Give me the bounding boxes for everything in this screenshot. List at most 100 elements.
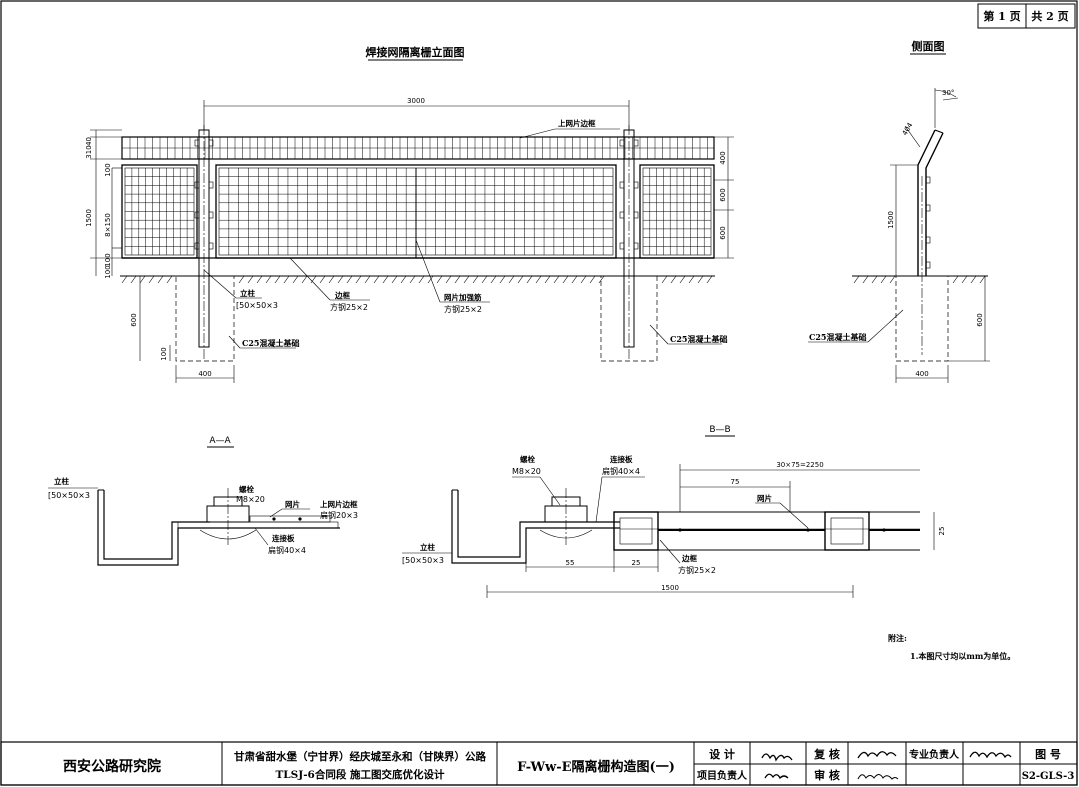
side-connectors [925, 176, 931, 269]
section-aa-title: A—A [209, 436, 231, 446]
side-dim-400: 400 [915, 370, 928, 378]
elevation-title: 焊接网隔离栅立面图 [366, 45, 465, 59]
mesh-panel-right [639, 164, 715, 259]
left-dimensions: 40 310 100 1500 8×150 100 100 600 100 40… [85, 129, 235, 383]
org-name: 西安公路研究院 [63, 758, 161, 775]
label-concrete-left: C25混凝土基础 [242, 338, 300, 348]
bb-label-mesh: 网片 [757, 493, 772, 503]
dim-40: 40 [85, 137, 93, 146]
section-b-b: B—B 30×75=2250 75 25 [402, 425, 946, 598]
bb-label-frame: 边框 [681, 553, 697, 563]
dim-right-600b: 600 [719, 226, 727, 239]
label-project-manager: 项目负责人 [697, 769, 748, 782]
post-left [198, 125, 210, 360]
drawing-number: S2-GLS-3 [1022, 771, 1075, 782]
aa-label-post-spec: [50×50×3 [48, 491, 90, 500]
bb-dim-2250: 30×75=2250 [776, 461, 823, 469]
signature-chief [969, 751, 1012, 759]
bb-label-post: 立柱 [420, 542, 435, 552]
label-frame: 边框 [334, 290, 350, 300]
dim-310: 310 [85, 145, 93, 158]
dim-100-mid: 100 [104, 253, 112, 266]
page-header: 第 1 页 共 2 页 [977, 3, 1076, 29]
aa-label-conn: 连接板 [272, 533, 295, 543]
bb-label-frame-spec: 方钢25×2 [678, 565, 716, 575]
dim-100-bottom: 100 [104, 265, 112, 278]
label-check: 复 核 [813, 747, 840, 761]
side-dim-600: 600 [976, 313, 984, 326]
aa-label-top-rail: 上网片边框 [320, 499, 358, 509]
aa-label-bolt: 螺栓 [239, 484, 254, 494]
bb-label-post-spec: [50×50×3 [402, 556, 444, 565]
bb-label-conn: 连接板 [610, 454, 633, 464]
label-concrete-right: C25混凝土基础 [670, 334, 728, 344]
section-a-a: A—A 立柱 [50×50×3 螺栓 M8×20 网片 上网片边框 扁钢20×3… [48, 436, 358, 566]
bb-dim-1500: 1500 [661, 584, 679, 592]
bb-dim-55: 55 [566, 559, 575, 567]
foundation-right [600, 275, 658, 362]
signature-reviewer [857, 774, 899, 780]
dim-100-base: 100 [160, 347, 168, 360]
label-post: 立柱 [240, 288, 255, 298]
bb-dim-25v: 25 [938, 527, 946, 536]
label-drawing-no: 图 号 [1035, 748, 1061, 761]
dim-3000: 3000 [407, 97, 425, 105]
side-dim-1500: 1500 [887, 211, 895, 229]
post-right [623, 125, 635, 360]
dim-1500: 1500 [85, 209, 93, 227]
page-number: 第 1 页 [983, 9, 1020, 23]
section-bb-title: B—B [709, 425, 730, 435]
bb-label-conn-spec: 扁钢40×4 [602, 466, 640, 476]
drawing-title: F-Ww-E隔离栅构造图(一) [517, 759, 675, 775]
top-band-grid [122, 137, 714, 159]
side-view: 侧面图 30° 404 1500 600 400 [808, 39, 990, 383]
side-dim-404: 404 [901, 121, 915, 137]
signature-designer [761, 753, 793, 762]
dim-right-400: 400 [719, 151, 727, 164]
signature-checker [857, 751, 897, 759]
post-connectors [194, 139, 639, 250]
aa-label-conn-spec: 扁钢40×4 [268, 545, 306, 555]
mesh-panel-left [121, 164, 198, 259]
aa-label-top-rail-spec: 扁钢20×3 [320, 510, 358, 520]
aa-label-bolt-spec: M8×20 [236, 495, 265, 504]
ground-hatch [121, 275, 713, 284]
side-title: 侧面图 [912, 39, 945, 53]
dim-8x150: 8×150 [104, 213, 112, 237]
dim-100-top: 100 [104, 163, 112, 176]
side-ground-hatch [853, 275, 986, 284]
bb-dim-75: 75 [731, 478, 740, 486]
label-top-rail: 上网片边框 [558, 118, 596, 128]
label-frame-spec: 方钢25×2 [330, 302, 368, 312]
project-line-1: 甘肃省甜水堡（宁甘界）经庆城至永和（甘陕界）公路 [234, 750, 486, 763]
aa-label-post: 立柱 [54, 476, 69, 486]
elevation-view: 焊接网隔离栅立面图 3000 [85, 45, 734, 383]
label-post-spec: [50×50×3 [236, 301, 278, 310]
dim-right-600a: 600 [719, 188, 727, 201]
label-chief: 专业负责人 [909, 748, 960, 761]
project-line-2: TLSJ-6合同段 施工图交底优化设计 [275, 768, 445, 781]
bb-label-bolt: 螺栓 [520, 454, 535, 464]
bb-dim-25: 25 [632, 559, 641, 567]
side-angle-30: 30° [942, 89, 954, 97]
label-stiffener-spec: 方钢25×2 [444, 304, 482, 314]
notes: 附注: 1.本图尺寸均以mm为单位。 [888, 633, 1015, 661]
right-dimensions: 400 600 600 [714, 136, 734, 259]
aa-label-mesh: 网片 [285, 499, 300, 509]
signature-project-manager [764, 773, 789, 780]
bb-label-bolt-spec: M8×20 [512, 467, 541, 476]
elevation-labels: 上网片边框 立柱 [50×50×3 边框 方钢25×2 网片加强筋 方钢25×2… [203, 118, 728, 349]
label-design: 设 计 [709, 747, 735, 761]
side-foundation [895, 275, 949, 362]
page-total: 共 2 页 [1031, 9, 1068, 23]
title-block: 西安公路研究院 甘肃省甜水堡（宁甘界）经庆城至永和（甘陕界）公路 TLSJ-6合… [0, 741, 1078, 786]
aa-connection-plate [177, 521, 339, 529]
dim-400-found: 400 [198, 370, 211, 378]
foundation-left [175, 275, 235, 362]
label-review: 审 核 [814, 768, 840, 782]
side-label-concrete: C25混凝土基础 [809, 332, 867, 342]
notes-title: 附注: [888, 633, 907, 643]
notes-line-1: 1.本图尺寸均以mm为单位。 [910, 651, 1015, 661]
